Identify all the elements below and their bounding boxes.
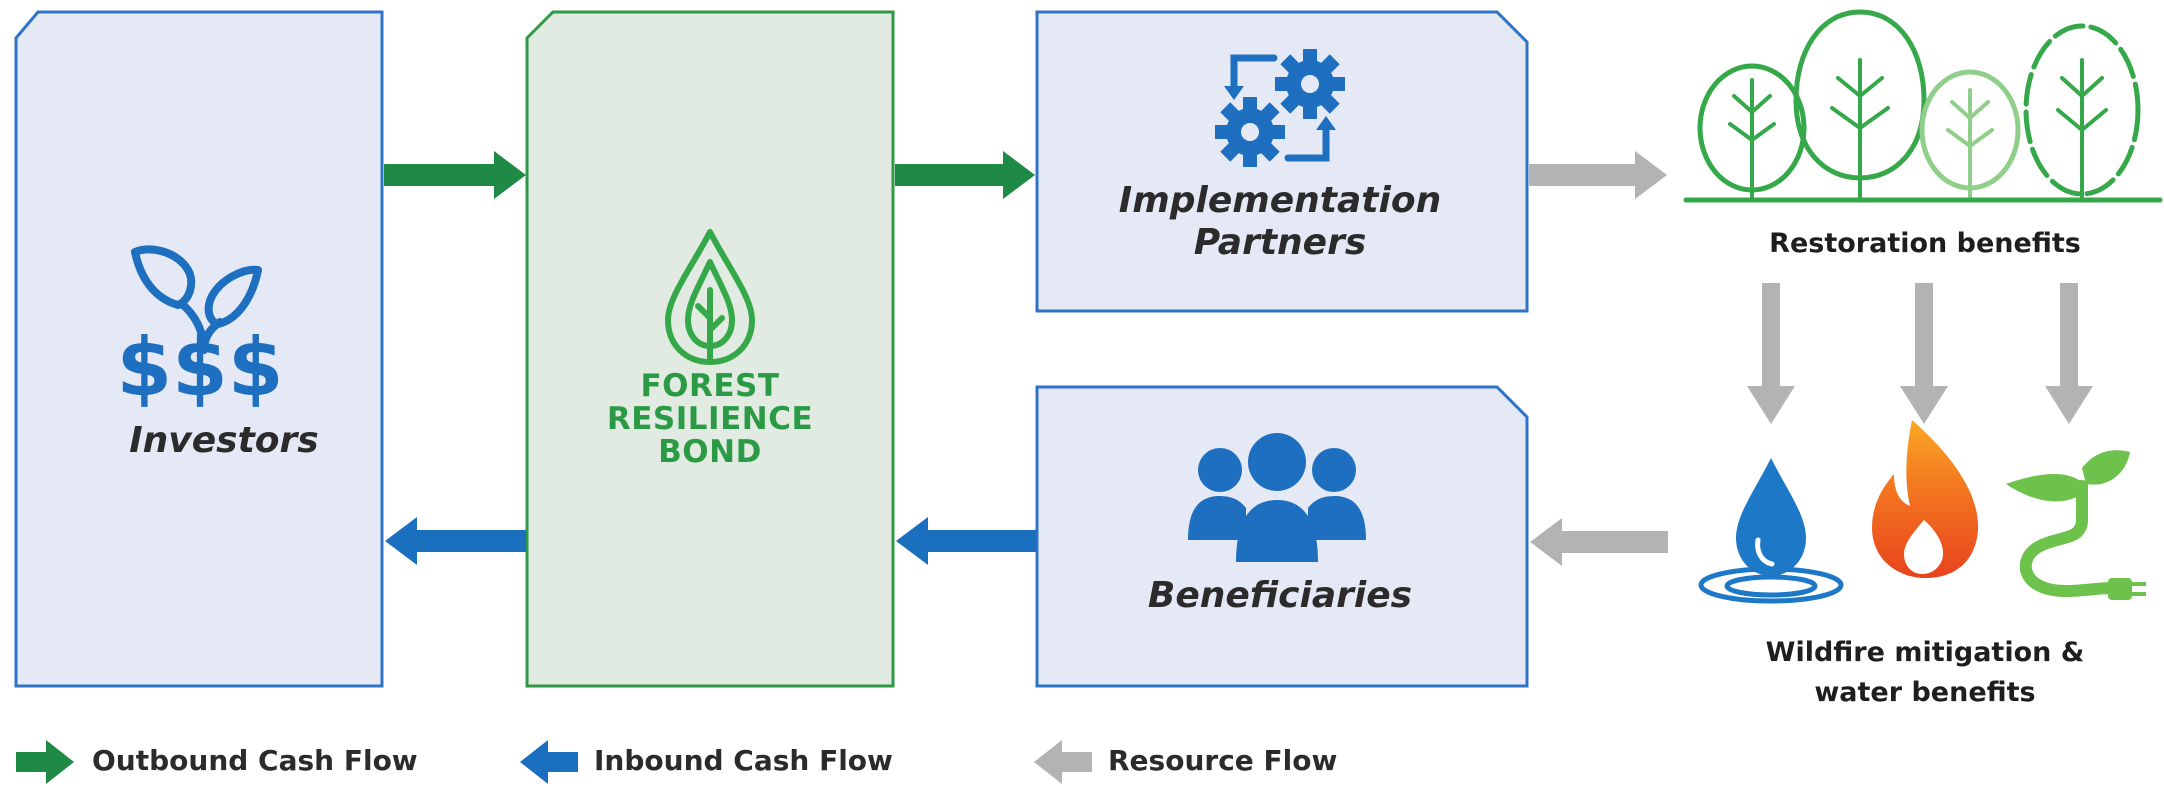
sprout-plug-icon: [2006, 450, 2146, 600]
resource-arrow-partners-to-restoration: [1529, 151, 1667, 199]
restoration-label: Restoration benefits: [1769, 228, 2081, 259]
resource-arrow-down-1: [1747, 283, 1795, 424]
leaf-drop-icon: [665, 229, 755, 365]
fire-icon: [1872, 420, 1979, 578]
legend-resource-arrow: [1034, 740, 1092, 784]
svg-text:$$$: $$$: [117, 321, 284, 414]
bond-label-line2: RESILIENCE: [606, 401, 814, 437]
outbound-arrow-investors-to-bond: [384, 151, 526, 199]
partners-label-line1: Implementation: [1118, 180, 1442, 221]
legend-outbound-label: Outbound Cash Flow: [92, 744, 418, 777]
partners-label-line2: Partners: [1193, 222, 1367, 263]
inbound-arrow-bond-to-investors: [385, 517, 526, 565]
investors-box: [14, 10, 384, 688]
legend-inbound-arrow: [520, 740, 578, 784]
water-drop-icon: [1698, 458, 1844, 604]
money-plant-icon: $$$: [117, 245, 284, 414]
beneficiaries-label: Beneficiaries: [1147, 575, 1413, 616]
wildfire-label: Wildfire mitigation & water benefits: [1700, 633, 2150, 713]
resource-arrow-down-2: [1900, 283, 1948, 424]
people-group-icon: [1188, 433, 1366, 562]
wildfire-label-line1: Wildfire mitigation &: [1765, 637, 2085, 668]
inbound-arrow-beneficiaries-to-bond: [896, 517, 1036, 565]
partners-label: Implementation Partners: [1080, 180, 1480, 264]
forest-trees-icon: [1683, 9, 2163, 203]
wildfire-label-line2: water benefits: [1814, 677, 2036, 708]
resource-arrow-benefits-to-beneficiaries: [1530, 518, 1668, 566]
legend-outbound-arrow: [16, 740, 74, 784]
bond-label: FOREST RESILIENCE BOND: [560, 370, 860, 469]
partners-box: [1035, 10, 1529, 313]
legend-inbound-label: Inbound Cash Flow: [594, 744, 893, 777]
bond-label-line3: BOND: [658, 434, 762, 470]
outbound-arrow-bond-to-partners: [895, 151, 1035, 199]
resource-arrow-down-3: [2045, 283, 2093, 424]
gears-cycle-icon: [1215, 49, 1345, 167]
investors-label: Investors: [129, 420, 319, 461]
bond-label-line1: FOREST: [640, 368, 780, 404]
legend-resource-label: Resource Flow: [1108, 744, 1338, 777]
